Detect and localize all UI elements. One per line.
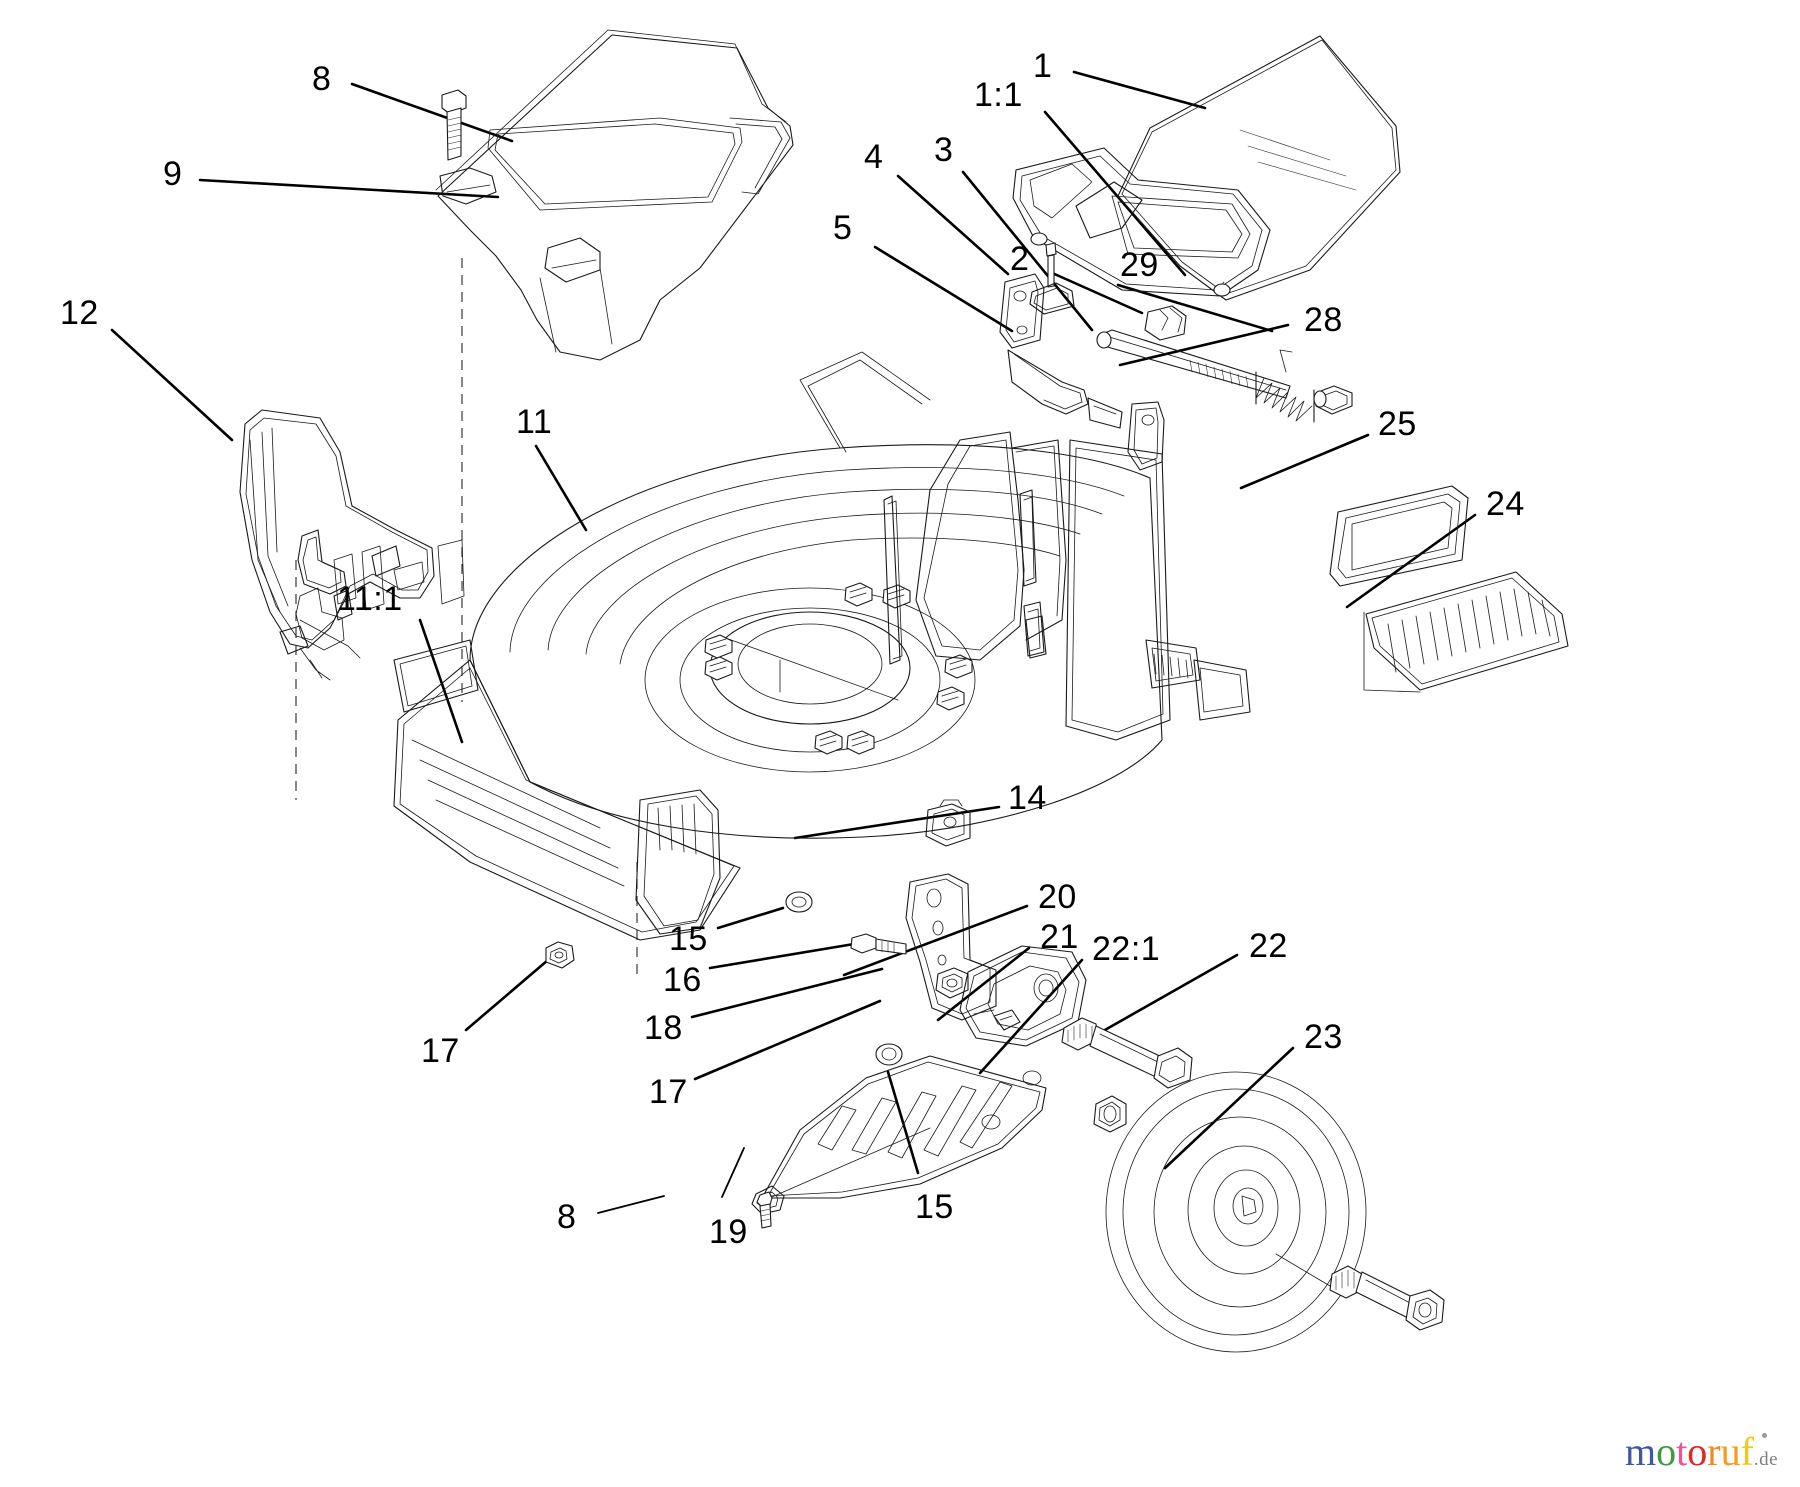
watermark-letter-o2: o [1687, 1429, 1708, 1474]
callout-29: 29 [1120, 246, 1159, 284]
part-front-skid-plate [751, 1055, 1047, 1215]
callout-18: 18 [644, 1009, 683, 1047]
callout-28: 28 [1304, 301, 1343, 339]
callout-1-1: 1:1 [974, 76, 1023, 114]
watermark-letter-f: f [1740, 1429, 1754, 1474]
callout-17-right: 17 [649, 1073, 688, 1111]
part-wheel-assembly [1105, 1071, 1367, 1353]
part-spring [1255, 349, 1315, 423]
part-grass-bag-cover [1012, 35, 1401, 301]
callout-12: 12 [60, 294, 99, 332]
callout-4: 4 [864, 138, 884, 176]
callout-21: 21 [1040, 918, 1079, 956]
callout-24: 24 [1486, 485, 1525, 523]
callout-15-upper: 15 [669, 920, 708, 958]
callout-11: 11 [516, 403, 553, 441]
callout-11-1: 11:1 [337, 580, 403, 618]
part-deck-detail-bracket [295, 539, 465, 659]
leader-lines [110, 70, 1477, 1214]
callout-1: 1 [1033, 47, 1053, 85]
part-hex-bolt-upper [441, 89, 467, 161]
callout-5: 5 [833, 209, 853, 247]
callout-8-upper: 8 [312, 60, 332, 98]
part-air-filter-element [1363, 571, 1569, 693]
watermark-letter-o1: o [1656, 1429, 1677, 1474]
callout-15-lower: 15 [915, 1188, 954, 1226]
spindle-fasteners [704, 582, 973, 755]
watermark-dot [1762, 1433, 1767, 1438]
part-wheel-bushing [1093, 1095, 1127, 1133]
part-deck-tab-clip [925, 799, 971, 847]
part-mower-deck-housing [393, 351, 1251, 941]
part-wheel-bolt-shaft [1061, 1017, 1193, 1089]
watermark-letter-m: m [1625, 1429, 1657, 1474]
callout-2: 2 [1010, 240, 1030, 278]
callout-3: 3 [934, 131, 954, 169]
callout-22-1: 22:1 [1092, 930, 1161, 968]
watermark-letter-u: u [1720, 1429, 1741, 1474]
part-wheel-axle-bolt [1329, 1265, 1445, 1331]
part-height-adjust-cluster [545, 873, 997, 1066]
callout-20: 20 [1038, 878, 1077, 916]
callout-16: 16 [663, 961, 702, 999]
part-rear-door-cover [435, 29, 794, 361]
callout-23: 23 [1304, 1018, 1343, 1056]
motoruf-watermark-logo: motoruf.de [1625, 1432, 1778, 1472]
callout-17-left: 17 [421, 1032, 460, 1070]
watermark-letter-t: t [1676, 1429, 1688, 1474]
callout-25: 25 [1378, 405, 1417, 443]
callout-14: 14 [1008, 779, 1047, 817]
callout-9: 9 [163, 155, 183, 193]
callout-22: 22 [1249, 927, 1288, 965]
callout-19: 19 [709, 1213, 748, 1251]
callout-8-lower: 8 [557, 1198, 577, 1236]
watermark-suffix: .de [1753, 1449, 1779, 1470]
part-filter-frame [1329, 485, 1469, 587]
watermark-letter-r: r [1707, 1429, 1721, 1474]
part-hex-bolt-lower [756, 1191, 773, 1229]
part-side-deflector-plate [239, 409, 435, 681]
part-linkage-assembly [999, 242, 1353, 471]
